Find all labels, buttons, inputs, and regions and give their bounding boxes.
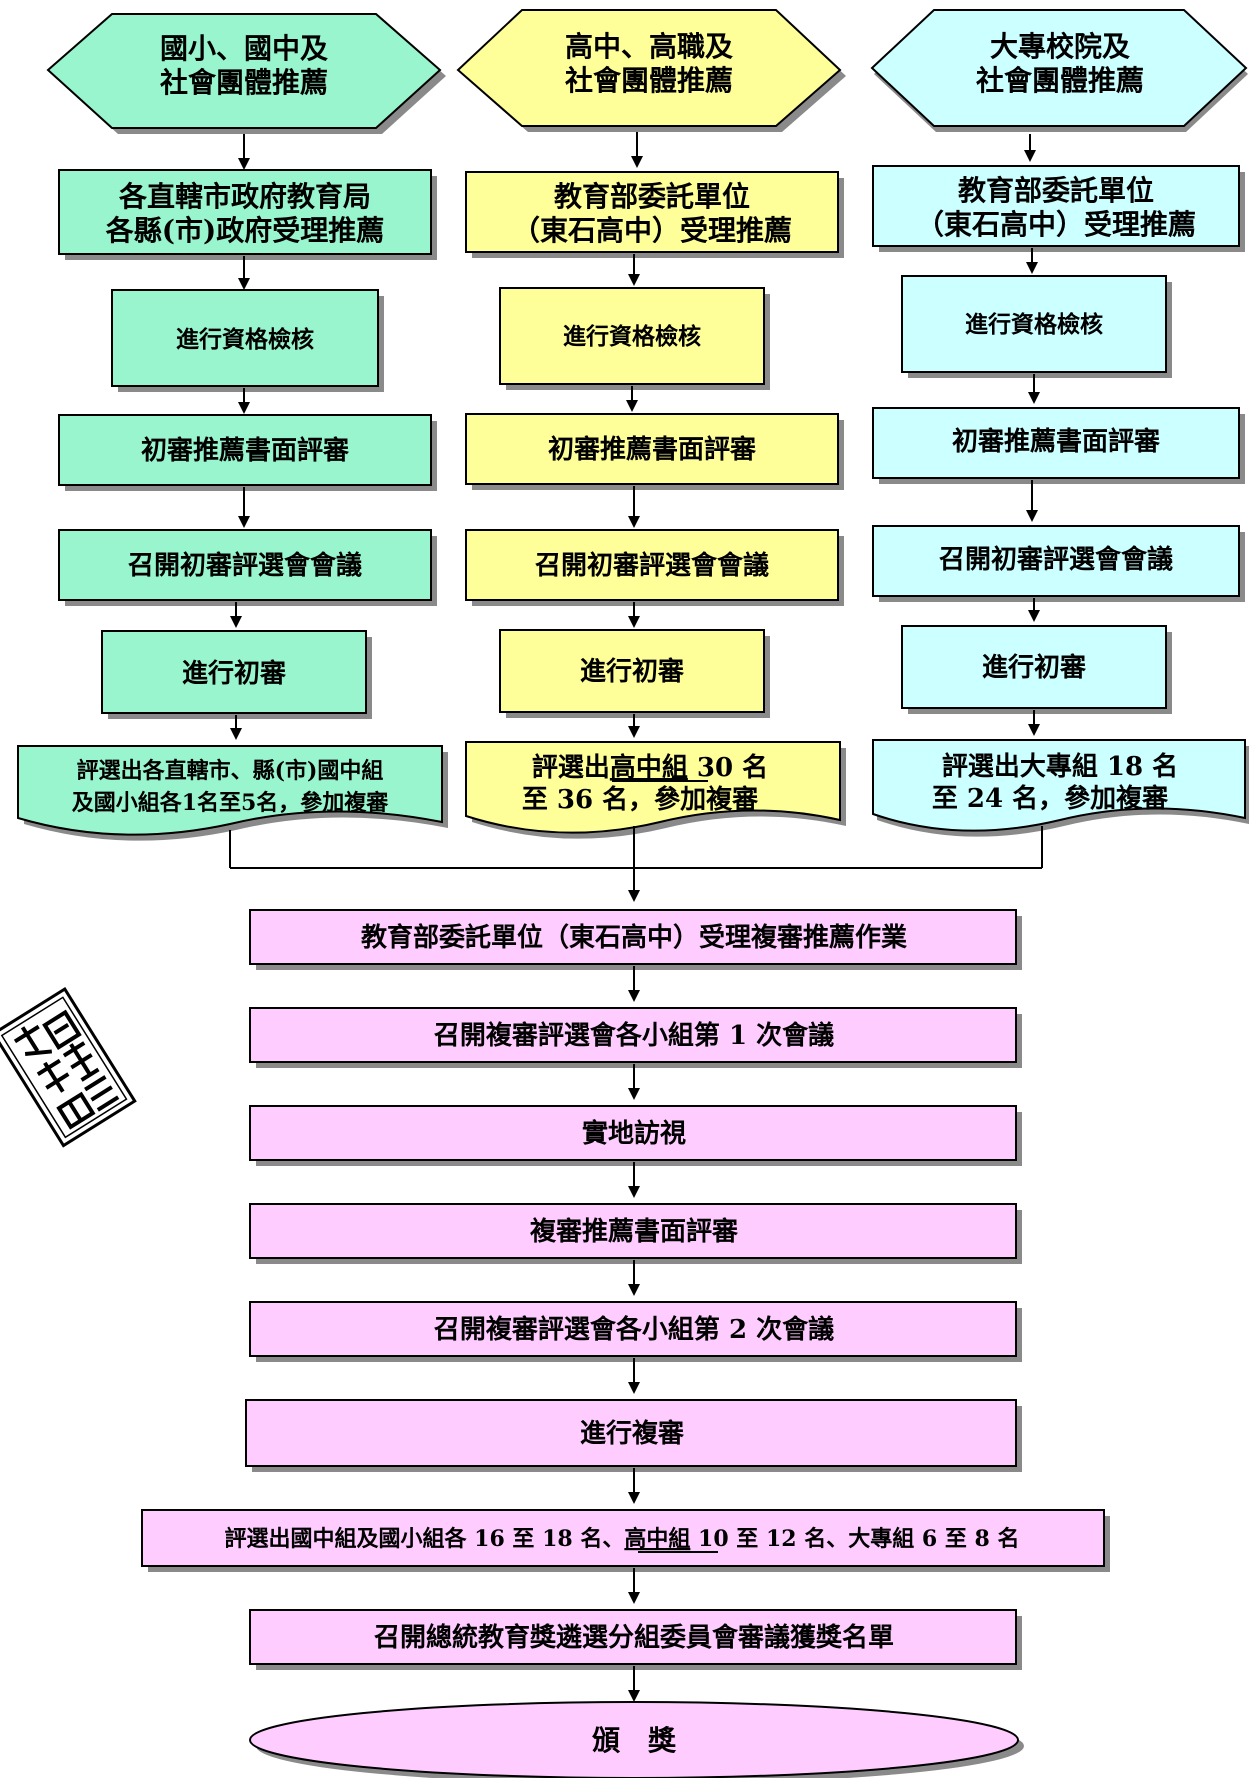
qualify-box-highschool: 進行資格檢核 [499,287,770,390]
source-line-2: 社會團體推薦 [160,66,328,99]
accept-box-elementary: 各直轄市政府教育局 各縣(市)政府受理推薦 [58,169,437,260]
meeting2-label: 召開複審評選會各小組第 2 次會議 [434,1314,834,1345]
first-review-label: 進行初審 [580,656,685,687]
accept-final-box: 教育部委託單位（東石高中）受理複審推薦作業 [249,909,1022,970]
accept-final-label: 教育部委託單位（東石高中）受理複審推薦作業 [361,922,907,953]
result-line-1: 評選出大專組 18 名 [942,751,1178,782]
official-seal-stamp [0,987,137,1148]
paper-review-box-highschool: 初審推薦書面評審 [465,413,844,490]
merge-connector [229,826,1043,902]
final-result-part-b: 10 至 12 名、大專組 6 至 8 名 [690,1526,1019,1552]
paper-review-label: 初審推薦書面評審 [952,426,1161,457]
column-college: 大專校院及 社會團體推薦 教育部委託單位 （東石高中）受理推薦 進行資格檢核 初… [870,9,1249,837]
qualify-label: 進行資格檢核 [563,323,701,350]
meeting-box-highschool: 召開初審評選會會議 [465,529,844,606]
source-line-1: 國小、國中及 [160,32,328,65]
result-line-2: 至 36 名，參加複審 [522,784,759,815]
first-review-box-elementary: 進行初審 [101,630,372,719]
meeting1-label: 召開複審評選會各小組第 1 次會議 [434,1020,834,1051]
column-elementary: 國小、國中及 社會團體推薦 各直轄市政府教育局 各縣(市)政府受理推薦 進行資格… [17,13,448,841]
meeting-box-elementary: 召開初審評選會會議 [58,529,437,606]
column-highschool: 高中、高職及 社會團體推薦 教育部委託單位 （東石高中）受理推薦 進行資格檢核 … [456,9,846,839]
final-result-box: 評選出國中組及國小組各 16 至 18 名、高中組 10 至 12 名、大專組 … [141,1509,1110,1572]
award-label: 頒 獎 [592,1724,677,1757]
accept-line-2: （東石高中）受理推薦 [916,208,1196,241]
accept-line-1: 教育部委託單位 [554,180,750,213]
paper-review-box-elementary: 初審推薦書面評審 [58,414,437,491]
final-result-label: 評選出國中組及國小組各 16 至 18 名、高中組 10 至 12 名、大專組 … [224,1526,1019,1552]
paper-review-label: 初審推薦書面評審 [548,434,757,465]
result-prefix: 評選出 [532,752,610,783]
accept-line-1: 教育部委託單位 [958,174,1154,207]
final-steps: 教育部委託單位（東石高中）受理複審推薦作業 召開複審評選會各小組第 1 次會議 … [141,909,1110,1778]
source-hexagon-elementary: 國小、國中及 社會團體推薦 [46,13,446,134]
final-result-part-a: 評選出國中組及國小組各 16 至 18 名、 [224,1526,624,1552]
source-line-1: 高中、高職及 [565,30,733,63]
accept-box-college: 教育部委託單位 （東石高中）受理推薦 [872,165,1245,252]
final-review-label: 進行複審 [580,1418,685,1449]
meeting-label: 召開初審評選會會議 [939,544,1173,575]
accept-line-2: （東石高中）受理推薦 [512,214,792,247]
paper-review-label: 初審推薦書面評審 [141,435,350,466]
committee-label: 召開總統教育獎遴選分組委員會審議獲獎名單 [374,1622,894,1653]
source-line-2: 社會團體推薦 [565,64,733,97]
qualify-label: 進行資格檢核 [965,311,1103,338]
site-visit-box: 實地訪視 [249,1105,1022,1166]
first-review-label: 進行初審 [182,658,287,689]
accept-box-highschool: 教育部委託單位 （東石高中）受理推薦 [465,171,844,258]
qualify-box-elementary: 進行資格檢核 [111,289,384,392]
first-review-box-highschool: 進行初審 [499,629,770,718]
final-paper-review-box: 複審推薦書面評審 [249,1203,1022,1264]
meeting-box-college: 召開初審評選會會議 [872,525,1245,602]
qualify-label: 進行資格檢核 [176,326,314,353]
result-group-underlined: 高中組 [610,752,688,783]
source-hexagon-college: 大專校院及 社會團體推薦 [870,9,1248,132]
source-hexagon-highschool: 高中、高職及 社會團體推薦 [456,9,846,132]
committee-box: 召開總統教育獎遴選分組委員會審議獲獎名單 [249,1609,1022,1670]
final-review-box: 進行複審 [245,1399,1022,1472]
result-doc-highschool: 評選出高中組 30 名 至 36 名，參加複審 [465,741,846,839]
site-visit-label: 實地訪視 [582,1118,686,1149]
paper-review-box-college: 初審推薦書面評審 [872,407,1245,484]
source-line-2: 社會團體推薦 [976,64,1144,97]
result-line-1: 評選出各直轄市、縣(市)國中組 [77,758,384,784]
qualify-box-college: 進行資格檢核 [901,275,1172,378]
result-line-1: 評選出高中組 30 名 [532,752,768,783]
first-review-box-college: 進行初審 [901,625,1172,714]
award-ellipse: 頒 獎 [249,1701,1024,1778]
result-suffix: 30 名 [688,752,768,783]
accept-line-2: 各縣(市)政府受理推薦 [105,214,385,247]
first-review-label: 進行初審 [982,652,1087,683]
source-line-1: 大專校院及 [990,30,1130,63]
meeting1-box: 召開複審評選會各小組第 1 次會議 [249,1007,1022,1068]
result-line-2: 及國小組各1名至5名，參加複審 [72,790,390,816]
result-line-2: 至 24 名，參加複審 [932,783,1169,814]
accept-line-1: 各直轄市政府教育局 [118,180,371,213]
result-doc-elementary: 評選出各直轄市、縣(市)國中組 及國小組各1名至5名，參加複審 [17,745,448,841]
meeting-label: 召開初審評選會會議 [128,550,362,581]
final-paper-review-label: 複審推薦書面評審 [530,1216,739,1247]
meeting-label: 召開初審評選會會議 [535,550,769,581]
meeting2-box: 召開複審評選會各小組第 2 次會議 [249,1301,1022,1362]
final-result-group-underlined: 高中組 [624,1526,690,1552]
result-doc-college: 評選出大專組 18 名 至 24 名，參加複審 [872,739,1249,837]
